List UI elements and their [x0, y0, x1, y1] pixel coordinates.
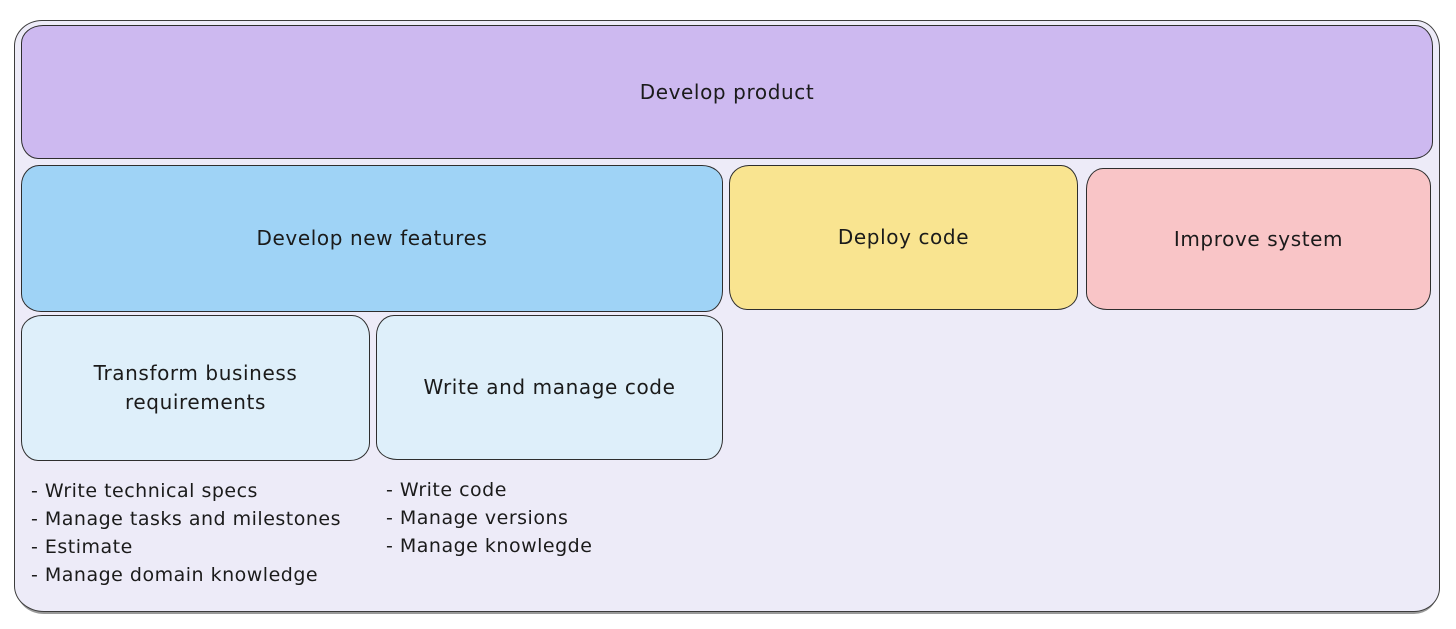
task-item: - Write technical specs: [31, 480, 258, 502]
process-box-deploy-code: Deploy code: [729, 165, 1078, 310]
process-label-improve-system: Improve system: [1173, 226, 1344, 251]
subprocess-box-transform-business-requirements: Transform business requirements: [21, 315, 370, 461]
task-item: - Manage domain knowledge: [31, 564, 319, 586]
process-label-deploy-code: Deploy code: [837, 225, 970, 249]
process-label-develop-product: Develop product: [639, 79, 815, 104]
subprocess-label-write-and-manage-code: Write and manage code: [423, 375, 676, 399]
task-list-transform-business-requirements: - Write technical specs - Manage tasks a…: [31, 477, 341, 589]
task-item: - Manage versions: [386, 507, 569, 529]
process-box-improve-system: Improve system: [1086, 168, 1431, 310]
process-map-container: Develop product Develop new features Dep…: [14, 20, 1440, 612]
task-item: - Write code: [386, 479, 507, 501]
task-list-write-and-manage-code: - Write code - Manage versions - Manage …: [386, 476, 592, 560]
subprocess-box-write-and-manage-code: Write and manage code: [376, 315, 723, 460]
subprocess-label-transform-business-requirements: Transform business requirements: [93, 361, 298, 414]
process-label-develop-new-features: Develop new features: [256, 226, 488, 250]
process-box-develop-product: Develop product: [21, 25, 1433, 159]
task-item: - Manage knowlegde: [386, 535, 593, 557]
task-item: - Manage tasks and milestones: [31, 508, 341, 530]
task-item: - Estimate: [31, 536, 133, 558]
process-box-develop-new-features: Develop new features: [21, 165, 723, 312]
